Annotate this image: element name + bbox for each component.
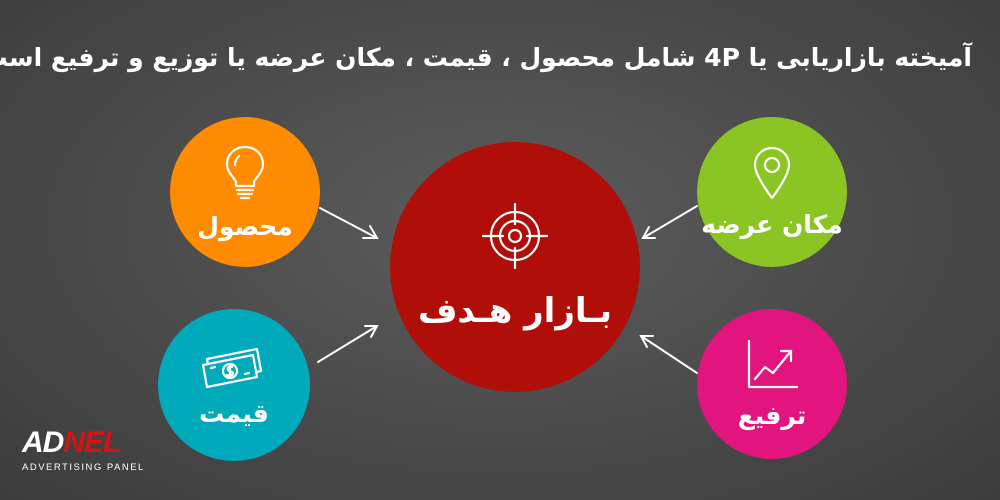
lightbulb-icon: [225, 145, 265, 199]
headline: آمیخته بازاریابی یا 4P شامل محصول ، قیمت…: [0, 43, 972, 72]
price-label: قیمت: [199, 398, 269, 428]
logo-tagline: ADVERTISING PANEL: [22, 462, 145, 473]
target-market-node: بـازار هـدف: [390, 142, 640, 392]
product-label: محصول: [197, 211, 293, 241]
adnel-logo: ADNEL ADVERTISING PANEL: [18, 426, 148, 478]
target-market-label: بـازار هـدف: [417, 291, 613, 331]
arrow-place-to-target: [641, 205, 698, 239]
arrow-product-to-target: [319, 207, 379, 239]
product-node: محصول: [170, 117, 320, 267]
place-node: مکان عرضه: [697, 117, 847, 267]
growth-chart-icon: [747, 339, 799, 388]
price-node: قیمت: [158, 309, 310, 461]
arrow-price-to-target: [317, 325, 379, 363]
dollar-bill-icon: [201, 347, 263, 388]
location-pin-icon: [753, 146, 791, 199]
arrow-promotion-to-target: [639, 335, 698, 374]
promotion-node: ترفیع: [697, 309, 847, 459]
promotion-label: ترفیع: [737, 400, 807, 430]
logo-wordmark: ADNEL: [22, 426, 121, 459]
place-label: مکان عرضه: [701, 209, 843, 239]
target-crosshair-icon: [482, 203, 548, 269]
